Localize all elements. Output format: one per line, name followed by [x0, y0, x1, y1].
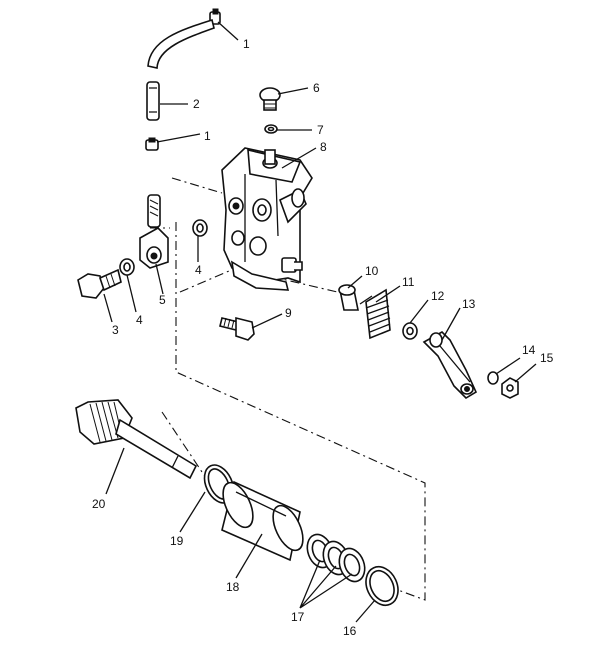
- callout-1a: 1: [243, 37, 250, 51]
- callout-12: 12: [431, 289, 445, 303]
- hose-clamp-lower: [145, 137, 159, 151]
- sealing-washer-left: [119, 258, 135, 276]
- callout-1b: 1: [204, 129, 211, 143]
- callout-11: 11: [402, 275, 415, 289]
- callout-7: 7: [317, 123, 324, 137]
- bushing: [338, 284, 359, 311]
- callout-13: 13: [462, 297, 476, 311]
- callout-14: 14: [522, 343, 536, 357]
- callout-2: 2: [193, 97, 200, 111]
- callout-4a: 4: [136, 313, 143, 327]
- callout-3: 3: [112, 323, 119, 337]
- bleed-screw: [259, 87, 281, 111]
- lever-nut: [501, 377, 519, 399]
- callout-8: 8: [320, 140, 327, 154]
- callout-18: 18: [226, 580, 240, 594]
- drive-shaft-gear: [75, 399, 198, 480]
- mounting-screw: [219, 316, 255, 341]
- callout-4b: 4: [195, 263, 202, 277]
- sealing-washer-right: [192, 219, 208, 237]
- callout-15: 15: [540, 351, 554, 365]
- callout-19: 19: [170, 534, 184, 548]
- o-ring-large: [365, 565, 399, 607]
- oil-hose: [146, 18, 215, 121]
- shaft-collar: [221, 480, 304, 562]
- shim-set: [306, 533, 366, 583]
- callout-6: 6: [313, 81, 320, 95]
- bleed-screw-washer: [264, 124, 278, 134]
- callout-9: 9: [285, 306, 292, 320]
- leader-lines: [103, 21, 537, 623]
- return-spring: [359, 288, 391, 340]
- callout-10: 10: [365, 264, 379, 278]
- lever-washer: [402, 322, 418, 340]
- control-lever: [422, 331, 478, 400]
- banjo-fitting: [139, 194, 169, 269]
- oil-pump-body: [221, 147, 313, 291]
- banjo-bolt: [77, 268, 122, 299]
- lock-washer: [487, 371, 499, 385]
- callout-16: 16: [343, 624, 357, 638]
- callout-5: 5: [159, 293, 166, 307]
- callout-20: 20: [92, 497, 106, 511]
- callout-labels: 1 2 1 6 7 8 3 4 5 4 9 10 11 12 13 14 15 …: [92, 37, 554, 638]
- callout-17: 17: [291, 610, 305, 624]
